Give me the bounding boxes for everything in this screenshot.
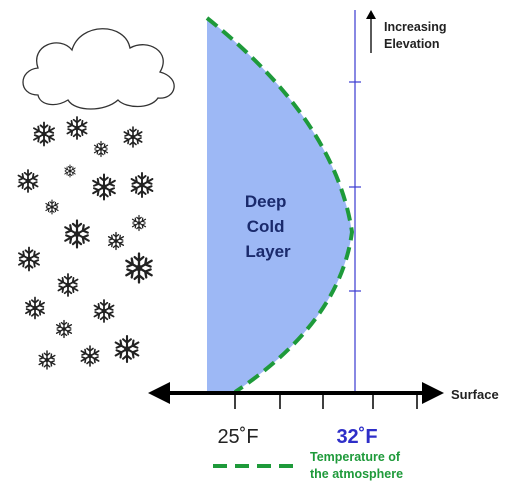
snowflake-icon — [123, 126, 143, 148]
temp-cold-label: 25˚F — [217, 426, 258, 448]
snowflake-icon — [64, 164, 76, 178]
elevation-label-line-1: Increasing — [384, 20, 447, 34]
snowflake-icon — [57, 273, 79, 297]
snowflake-icon — [92, 173, 116, 201]
legend-label-line-2: the atmosphere — [310, 467, 403, 481]
snowflake-icon — [107, 231, 125, 251]
snowflakes — [17, 116, 154, 370]
snowflake-icon — [66, 116, 88, 140]
snowflake-icon — [80, 345, 100, 367]
snowflake-icon — [38, 350, 56, 370]
elevation-label-line-2: Elevation — [384, 37, 440, 51]
snowflake-icon — [55, 319, 73, 339]
svg-text:Deep Cold Layer: Deep Cold Layer — [245, 192, 291, 261]
temperature-profile-line — [205, 16, 355, 394]
surface-label: Surface — [451, 387, 499, 402]
elevation-ticks — [349, 81, 361, 292]
snowflake-icon — [25, 296, 45, 320]
cold-layer-region — [207, 18, 352, 392]
layer-label-line-3: Layer — [245, 242, 291, 261]
cloud-icon — [22, 28, 175, 110]
layer-label-line-1: Deep — [245, 192, 287, 211]
svg-text:Increasing Elevation: Increasing Elevation — [384, 20, 450, 51]
legend-label-line-1: Temperature of — [310, 450, 401, 464]
snowflake-icon — [64, 219, 90, 249]
snowflake-icon — [131, 214, 147, 232]
snowflake-icon — [45, 199, 59, 215]
temp-freezing-label: 32˚F — [336, 425, 377, 448]
snowflake-icon — [33, 121, 55, 147]
snowflake-icon — [93, 299, 115, 323]
svg-text:Temperature of the atmosph: Temperature of the atmosphere — [310, 450, 404, 481]
snowflake-icon — [18, 246, 40, 272]
surface-axis — [148, 382, 444, 409]
snowflake-icon — [125, 252, 153, 284]
snowflake-icon — [93, 140, 109, 158]
snowflake-icon — [130, 172, 154, 198]
layer-label-line-2: Cold — [247, 217, 285, 236]
elevation-arrow — [366, 10, 376, 53]
snowflake-icon — [114, 334, 140, 364]
snowflake-icon — [17, 169, 39, 193]
